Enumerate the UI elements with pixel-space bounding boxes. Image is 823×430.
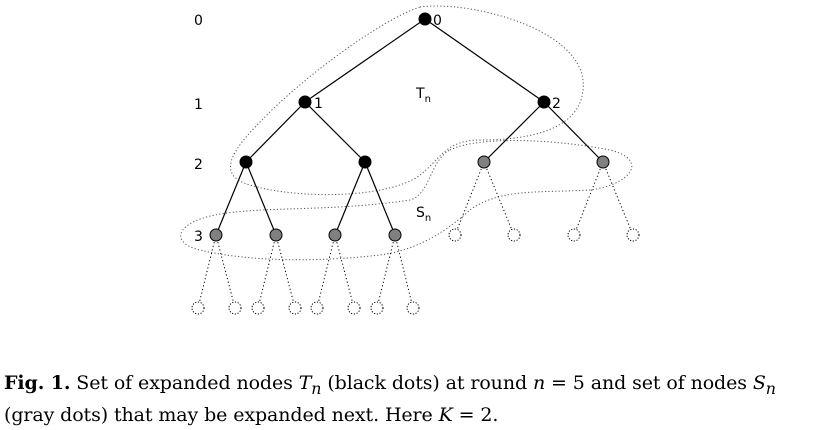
edge	[275, 234, 296, 309]
edge	[334, 234, 355, 309]
node-frontier	[269, 228, 283, 242]
depth-label-1: 1	[194, 97, 203, 113]
node-unexpanded	[251, 301, 265, 315]
caption-n-symbol: n	[532, 372, 546, 394]
node-expanded	[358, 155, 372, 169]
region-S-symbol: S	[416, 205, 425, 221]
node-unexpanded	[448, 228, 462, 242]
region-T-outline	[230, 5, 584, 196]
node-unexpanded	[228, 301, 242, 315]
edge	[602, 161, 634, 236]
node-expanded-1	[298, 95, 312, 109]
edge	[245, 101, 306, 163]
unexpanded-nodes	[191, 228, 640, 315]
caption-t-symbol: T	[298, 372, 312, 394]
edge	[197, 234, 217, 309]
tree-figure: 0 1 2 3	[180, 5, 640, 315]
edge	[257, 234, 277, 309]
frontier-nodes	[209, 155, 610, 242]
edge	[543, 101, 604, 163]
node-frontier	[477, 155, 491, 169]
edge	[304, 101, 366, 163]
node-unexpanded	[507, 228, 521, 242]
depth-label-2: 2	[194, 157, 203, 173]
node-unexpanded	[191, 301, 205, 315]
caption-text-1: Set of expanded nodes	[70, 372, 299, 394]
edge	[424, 18, 545, 103]
node-unexpanded	[310, 301, 324, 315]
region-T-label: Tn	[415, 86, 431, 105]
depth-label-3: 3	[194, 229, 203, 245]
solid-edges	[215, 18, 604, 236]
node-unexpanded	[626, 228, 640, 242]
edge	[304, 18, 426, 103]
edge	[316, 234, 336, 309]
node-expanded	[239, 155, 253, 169]
node-label-2: 2	[552, 96, 561, 112]
caption-text-2: (black dots) at round	[321, 372, 533, 394]
expanded-nodes	[239, 12, 551, 169]
node-unexpanded	[347, 301, 361, 315]
caption-text-4: (gray dots) that may be expanded next. H…	[4, 403, 439, 426]
figure-caption: Fig. 1. Set of expanded nodes Tn (black …	[4, 370, 819, 429]
dotted-edges	[197, 161, 634, 309]
caption-s-symbol: S	[752, 372, 766, 394]
region-S-label: Sn	[416, 205, 431, 224]
edge	[215, 161, 247, 236]
region-T-symbol: T	[415, 86, 425, 102]
node-frontier	[596, 155, 610, 169]
node-expanded-2	[537, 95, 551, 109]
edge	[245, 161, 277, 236]
caption-s-sub: n	[765, 378, 776, 398]
caption-text-3: = 5 and set of nodes	[545, 372, 753, 394]
edge	[454, 161, 485, 236]
edge	[483, 101, 545, 163]
edge	[364, 161, 396, 236]
node-expanded-0	[418, 12, 432, 26]
edge	[394, 234, 414, 309]
node-frontier	[328, 228, 342, 242]
node-frontier	[388, 228, 402, 242]
node-unexpanded	[288, 301, 302, 315]
node-unexpanded	[406, 301, 420, 315]
region-T-subscript: n	[425, 94, 431, 105]
node-label-1: 1	[314, 96, 323, 112]
node-label-0: 0	[433, 13, 442, 29]
region-S-subscript: n	[425, 213, 431, 224]
caption-label: Fig. 1.	[4, 372, 71, 394]
edge	[334, 161, 366, 236]
caption-text-5: = 2.	[452, 403, 499, 426]
edge	[483, 161, 515, 236]
edge	[215, 234, 236, 309]
node-frontier	[209, 228, 223, 242]
caption-t-sub: n	[311, 378, 322, 398]
edge	[573, 161, 604, 236]
edge	[376, 234, 396, 309]
depth-label-0: 0	[194, 13, 203, 29]
caption-k-symbol: K	[438, 403, 453, 426]
node-unexpanded	[370, 301, 384, 315]
node-unexpanded	[567, 228, 581, 242]
